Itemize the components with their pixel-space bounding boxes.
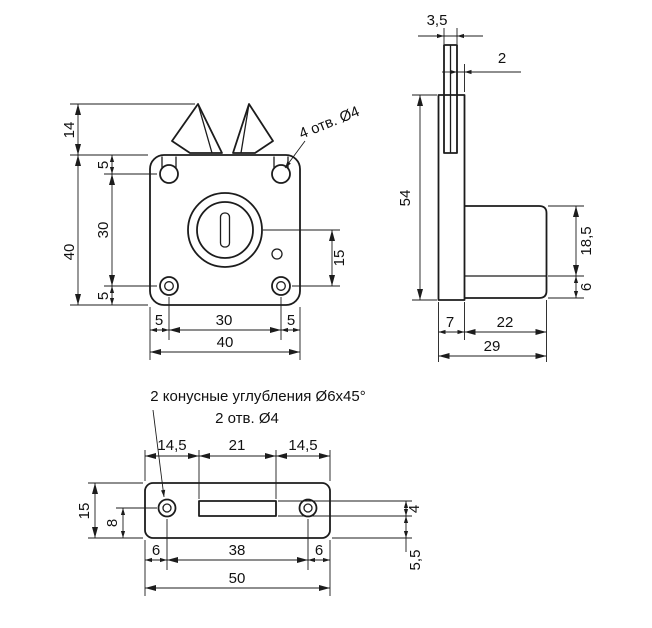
screw-hole-top-right: [271, 164, 291, 184]
screw-hole-bottom-right-inner: [276, 281, 286, 291]
dim-case-bottom-offset: 6: [578, 283, 595, 291]
front-callout-leader: [284, 140, 306, 169]
dim-right-edge-to-hole: 5: [287, 312, 295, 329]
plate-callout-leader: [152, 409, 166, 498]
dim-bolt-thickness: 3,5: [427, 12, 448, 29]
top-hole-slots: [161, 156, 289, 168]
dim-top-edge-to-hole: 5: [95, 161, 112, 169]
dim-case-depth: 22: [497, 314, 514, 331]
dim-bottom-edge-to-hole: 5: [95, 292, 112, 300]
dim-edge-to-slot-left: 14,5: [157, 437, 186, 454]
dim-plate-width: 50: [229, 570, 246, 587]
callout-conical-recess: 2 конусные углубления Ø6x45°: [150, 388, 366, 405]
screw-hole-bottom-left-inner: [164, 281, 174, 291]
dim-right-edge-to-hole: 6: [315, 542, 323, 559]
plate-hole-left-inner: [162, 503, 172, 513]
screw-hole-bottom-left: [159, 276, 179, 296]
dim-left-edge-to-hole: 6: [152, 542, 160, 559]
plate-hole-right: [298, 498, 318, 518]
plate-slot: [198, 500, 277, 517]
strike-plate-view: 2 конусные углубления Ø6x45° 2 отв. Ø4 1…: [76, 388, 424, 596]
dim-center-to-hole: 15: [331, 250, 348, 267]
dim-slot-width: 4: [406, 505, 423, 513]
dim-edge-to-slot-right: 14,5: [288, 437, 317, 454]
dim-slot-length: 21: [229, 437, 246, 454]
dim-total-depth: 29: [484, 338, 501, 355]
screw-hole-bottom-right: [271, 276, 291, 296]
strike-plate-outline: [144, 482, 331, 539]
dim-body-width: 40: [217, 334, 234, 351]
cylinder-inner: [196, 201, 254, 259]
dim-plate-thickness: 7: [446, 314, 454, 331]
dim-left-edge-to-hole: 5: [155, 312, 163, 329]
screw-hole-top-left: [159, 164, 179, 184]
cylinder-outer: [187, 192, 263, 268]
dim-latch-height: 14: [61, 122, 78, 139]
dim-hole-spacing: 38: [229, 542, 246, 559]
mounting-plate-profile: [437, 94, 466, 301]
latch-fold-lines: [197, 103, 250, 154]
plate-hole-left: [157, 498, 177, 518]
latch-right-wing: [232, 103, 274, 154]
callout-plate-holes: 2 отв. Ø4: [215, 410, 279, 427]
plate-dimension-lines: [92, 409, 409, 591]
latch-left-wing: [171, 103, 223, 154]
dim-bolt-offset: 2: [498, 50, 506, 67]
pin-hole: [271, 248, 283, 260]
front-dimension-lines: [75, 104, 335, 355]
front-view: 14 5 30 5 40 5 30 5 40 15 4 отв. Ø4: [61, 103, 362, 360]
callout-front-holes: 4 отв. Ø4: [297, 103, 362, 143]
dim-slot-bottom-offset: 5,5: [407, 550, 424, 571]
side-dimension-lines: [417, 33, 579, 359]
lock-case-profile: [464, 205, 548, 299]
keyhole-slot: [219, 212, 231, 248]
dim-hole-spacing-horizontal: 30: [216, 312, 233, 329]
dim-hole-center-offset: 8: [104, 519, 121, 527]
dim-hole-spacing-vertical: 30: [95, 222, 112, 239]
dim-case-height: 18,5: [578, 226, 595, 255]
plate-extension-lines: [88, 450, 412, 596]
dim-plate-height: 15: [76, 503, 93, 520]
side-view: 3,5 2 54 18,5 6 7 22 29: [397, 12, 595, 362]
dim-side-height: 54: [397, 190, 414, 207]
front-extension-lines: [70, 103, 340, 360]
plate-hole-right-inner: [303, 503, 313, 513]
dim-body-height: 40: [61, 244, 78, 261]
